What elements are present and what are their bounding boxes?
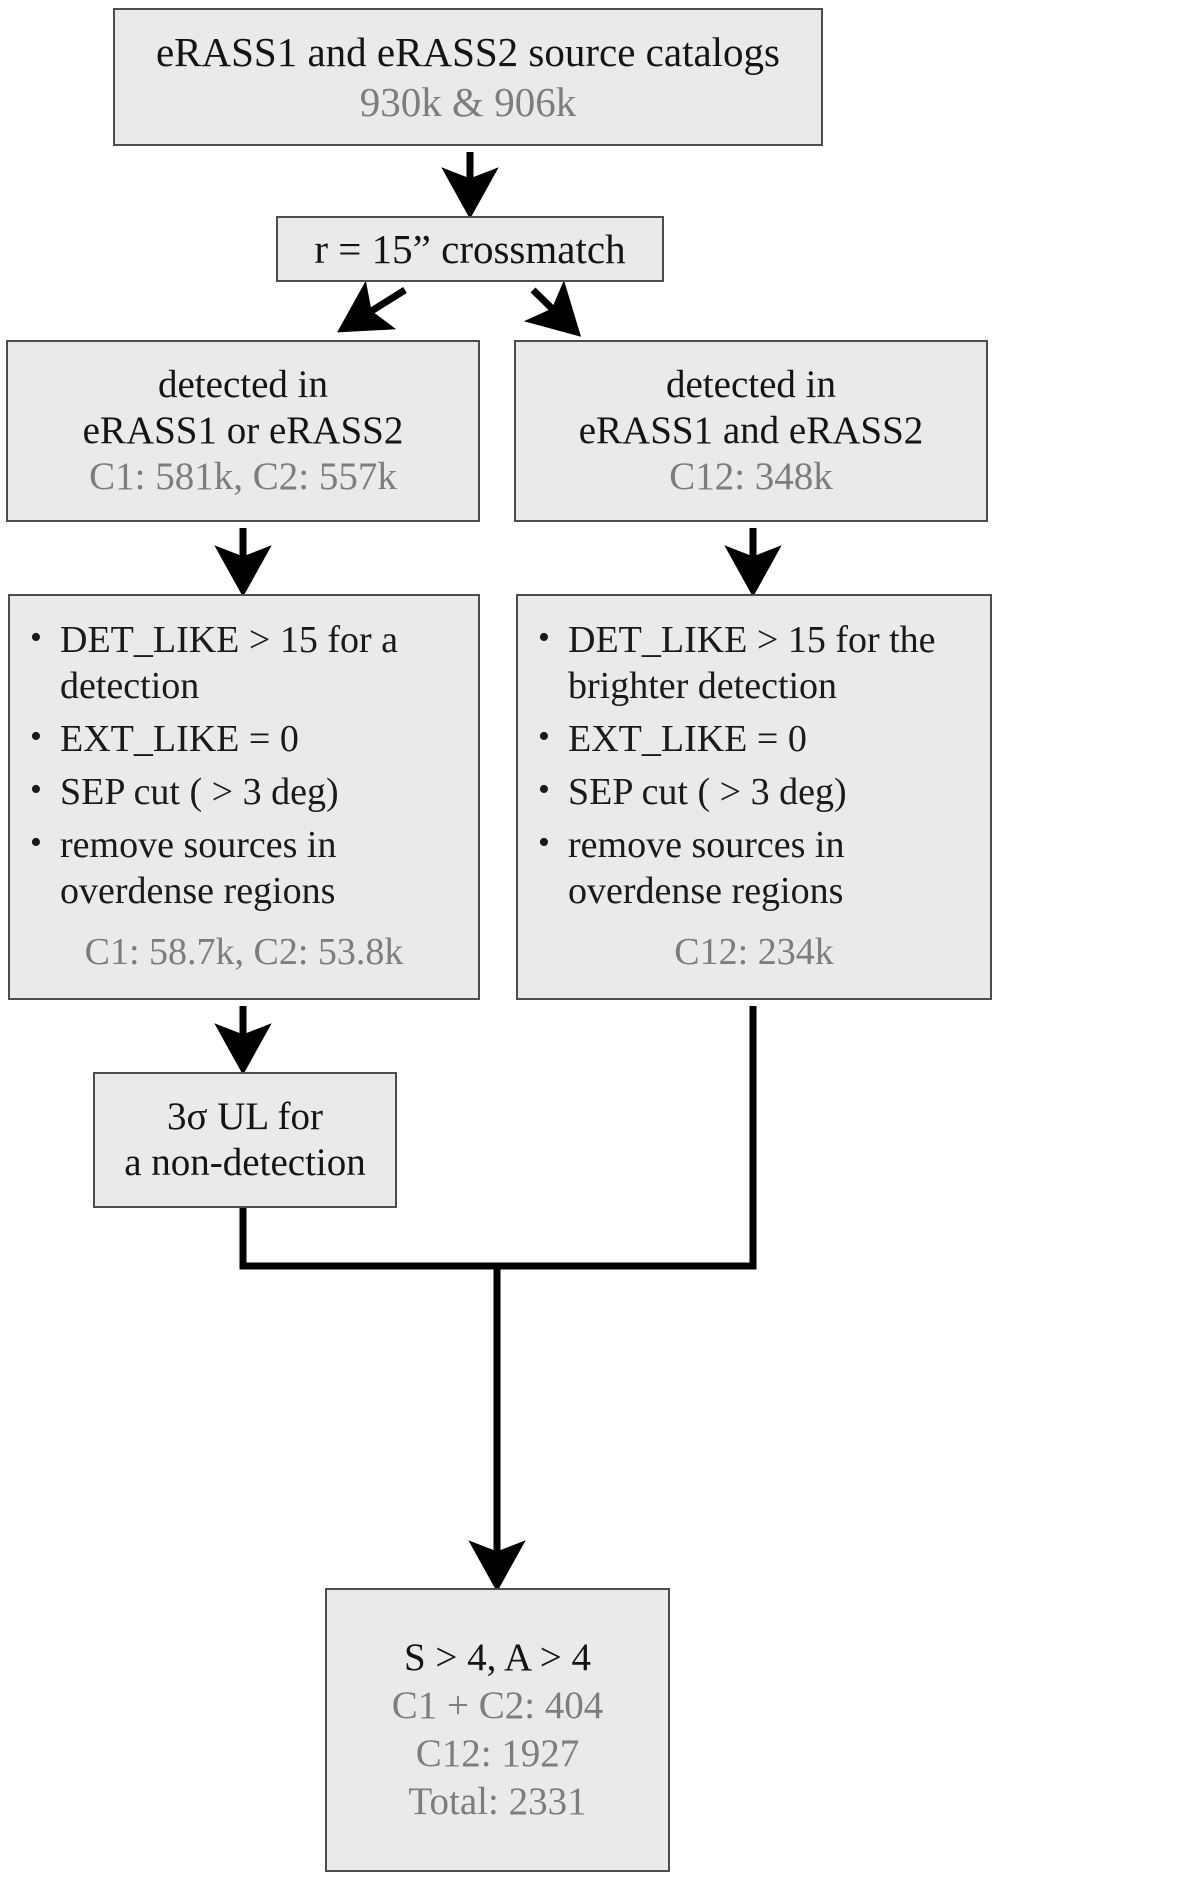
upper-limit-line1: 3σ UL for [166,1094,324,1138]
final-criteria: S > 4, A > 4 [403,1635,592,1679]
quality-cuts-single-counts: C1: 58.7k, C2: 53.8k [84,930,404,973]
quality-cuts-single-list: DET_LIKE > 15 for a detection EXT_LIKE =… [24,617,464,922]
node-source-catalogs: eRASS1 and eRASS2 source catalogs 930k &… [113,8,823,146]
final-count-total: Total: 2331 [408,1780,587,1824]
source-catalogs-counts: 930k & 906k [359,79,577,125]
detected-or-line1: detected in [158,362,328,406]
source-catalogs-title: eRASS1 and eRASS2 source catalogs [155,28,781,75]
detected-or-counts: C1: 581k, C2: 557k [89,455,397,498]
list-item: DET_LIKE > 15 for the brighter detection [532,617,976,710]
node-quality-cuts-both: DET_LIKE > 15 for the brighter detection… [516,594,992,1000]
node-detected-in-both: detected in eRASS1 and eRASS2 C12: 348k [514,340,988,522]
upper-limit-line2: a non-detection [124,1141,366,1184]
node-final-sample: S > 4, A > 4 C1 + C2: 404 C12: 1927 Tota… [325,1588,670,1872]
quality-cuts-both-list: DET_LIKE > 15 for the brighter detection… [532,617,976,922]
detected-and-line1: detected in [666,362,836,406]
edge-upper-limit-to-final [239,1208,497,1270]
list-item: DET_LIKE > 15 for a detection [24,617,464,710]
list-item: remove sources in overdense regions [532,822,976,915]
node-quality-cuts-single: DET_LIKE > 15 for a detection EXT_LIKE =… [8,594,480,1000]
edge-crossmatch-to-detected-and [523,280,582,337]
node-crossmatch: r = 15” crossmatch [276,216,664,282]
list-item: remove sources in overdense regions [24,822,464,915]
detected-or-line2: eRASS1 or eRASS2 [82,408,404,452]
detected-and-line2: eRASS1 and eRASS2 [578,408,924,452]
list-item: EXT_LIKE = 0 [24,716,464,763]
list-item: SEP cut ( > 3 deg) [532,769,976,816]
node-detected-in-either: detected in eRASS1 or eRASS2 C1: 581k, C… [6,340,480,522]
edge-crossmatch-to-detected-or [337,280,407,333]
edge-cuts-right-to-final [497,1006,757,1270]
detected-and-counts: C12: 348k [669,455,833,498]
final-count-c12: C12: 1927 [415,1732,580,1775]
crossmatch-label: r = 15” crossmatch [314,225,626,272]
quality-cuts-both-counts: C12: 234k [674,930,834,973]
node-upper-limit: 3σ UL for a non-detection [93,1072,397,1208]
list-item: EXT_LIKE = 0 [532,716,976,763]
final-count-c1c2: C1 + C2: 404 [391,1683,604,1727]
list-item: SEP cut ( > 3 deg) [24,769,464,816]
